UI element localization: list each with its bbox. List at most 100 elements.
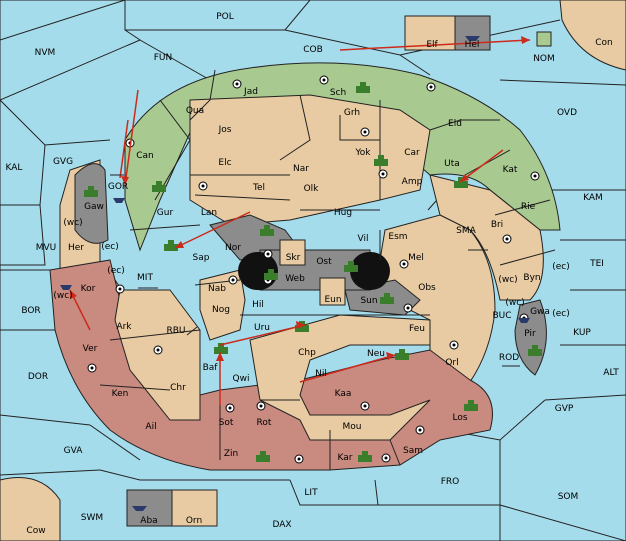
ship-icon (518, 318, 530, 323)
tank-icon (528, 345, 542, 356)
label-yok: Yok (354, 148, 371, 158)
label-hug: Hug (334, 208, 352, 218)
label-rot: Rot (257, 418, 272, 428)
label-web: Web (285, 274, 305, 284)
label-los: Los (452, 413, 467, 423)
label-hil: Hil (252, 300, 264, 310)
label-kat: Kat (503, 165, 518, 175)
label-bor: BOR (21, 306, 40, 316)
label-her: Her (68, 243, 84, 253)
label-car: Car (404, 148, 420, 158)
label-ost: Ost (316, 257, 332, 267)
label-tel: Tel (252, 183, 265, 193)
label-kar: Kar (338, 453, 353, 463)
label-swm: SWM (81, 513, 103, 523)
label-mel: Mel (408, 253, 424, 263)
tank-icon (454, 177, 468, 188)
label-wc2: (wc) (498, 275, 517, 285)
tank-icon (374, 155, 388, 166)
ship-icon (113, 198, 125, 203)
ship-icon (60, 285, 72, 290)
label-uru: Uru (254, 323, 270, 333)
label-elc: Elc (218, 158, 231, 168)
label-fun: FUN (154, 53, 173, 63)
region-orn[interactable] (171, 489, 218, 527)
label-nil: Nil (315, 369, 327, 379)
label-gaw: Gaw (84, 202, 104, 212)
label-mou: Mou (343, 422, 362, 432)
region-nom-marker (536, 31, 552, 47)
region-south-central[interactable] (249, 314, 431, 441)
label-wc4: (wc) (505, 298, 524, 308)
passage-markers (110, 174, 520, 367)
label-kal: KAL (6, 163, 23, 173)
label-elf: Elf (426, 40, 438, 50)
region-tan-band[interactable] (189, 94, 431, 226)
label-pir: Pir (524, 329, 536, 339)
tank-icon (344, 261, 358, 272)
label-eun: Eun (324, 295, 341, 305)
label-cob: COB (303, 45, 323, 55)
label-sch: Sch (330, 88, 346, 98)
label-dor: DOR (28, 372, 48, 382)
label-nor: Nor (225, 243, 241, 253)
label-skr: Skr (286, 253, 301, 263)
tank-icon (395, 349, 409, 360)
tank-icon (356, 82, 370, 93)
tank-icon (464, 400, 478, 411)
label-can: Can (136, 151, 154, 161)
label-sma: SMA (456, 226, 476, 236)
label-rbu: RBU (166, 326, 185, 336)
tank-icon (380, 293, 394, 304)
label-mvu: MVU (36, 243, 57, 253)
tank-icon (264, 269, 278, 280)
label-rod: ROD (499, 353, 519, 363)
label-baf: Baf (203, 363, 219, 373)
label-gor: GOR (108, 182, 128, 192)
label-obs: Obs (418, 283, 436, 293)
label-aba: Aba (140, 516, 157, 526)
label-kor: Kor (81, 284, 96, 294)
label-jos: Jos (218, 125, 232, 135)
label-sun: Sun (360, 296, 377, 306)
label-alt: ALT (603, 368, 619, 378)
region-cow[interactable] (0, 477, 61, 541)
label-nom: NOM (533, 54, 555, 64)
label-ec3: (ec) (107, 266, 125, 276)
label-kup: KUP (573, 328, 591, 338)
label-nog: Nog (212, 305, 230, 315)
tank-icon (256, 451, 270, 462)
label-ec2: (ec) (552, 262, 570, 272)
label-rie: Rie (521, 202, 536, 212)
tank-icon (295, 321, 309, 332)
label-olk: Olk (304, 184, 320, 194)
region-ark-chr[interactable] (114, 289, 201, 421)
label-qua: Qua (186, 106, 204, 116)
label-mit: MIT (137, 273, 153, 283)
label-sap: Sap (193, 253, 210, 263)
label-con: Con (595, 38, 613, 48)
label-hel: Hel (465, 40, 480, 50)
region-eun[interactable] (319, 277, 346, 306)
tank-icon (260, 225, 274, 236)
region-boundaries (99, 69, 556, 470)
label-eld: Eld (448, 119, 462, 129)
label-kaa: Kaa (335, 389, 352, 399)
units[interactable] (60, 36, 542, 511)
label-amp: Amp (402, 177, 423, 187)
label-cow: Cow (26, 526, 45, 536)
region-gaw[interactable] (74, 163, 109, 244)
region-east-ring[interactable] (429, 174, 544, 301)
region-skr[interactable] (279, 239, 306, 266)
label-nar: Nar (293, 164, 309, 174)
ship-icon (465, 36, 480, 41)
label-kam: KAM (583, 193, 603, 203)
label-grh: Grh (344, 108, 360, 118)
region-center-east-cap (350, 252, 390, 290)
label-tei: TEI (589, 259, 604, 269)
label-gvg: GVG (53, 157, 73, 167)
tank-icon (152, 181, 166, 192)
label-buc: BUC (492, 311, 511, 321)
